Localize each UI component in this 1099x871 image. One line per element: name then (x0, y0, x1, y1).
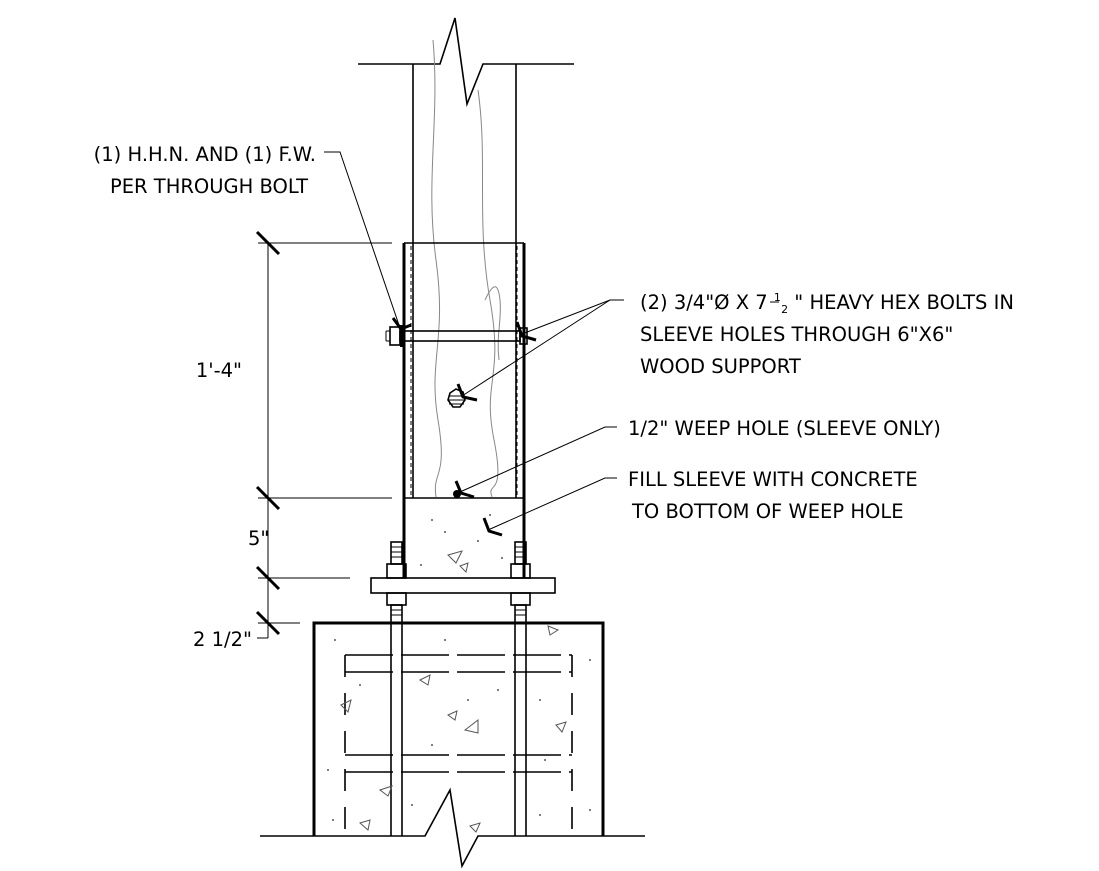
anchor-rod-right (510, 541, 531, 836)
dimension-lines (255, 230, 392, 639)
through-bolt (385, 325, 528, 347)
bolt-end-view (447, 388, 466, 408)
dim-base-plate: 2 1/2" (193, 628, 252, 651)
leader-ticks (391, 317, 537, 537)
leaders (324, 151, 624, 537)
note-nut-washer-line2: PER THROUGH BOLT (110, 175, 308, 198)
footing-aggregate (327, 625, 591, 833)
labels: (1) H.H.N. AND (1) F.W. PER THROUGH BOLT… (94, 143, 1014, 651)
note-bolts-fraction-numerator: 1 (774, 291, 781, 304)
wood-post (358, 17, 574, 498)
note-fill-line2: TO BOTTOM OF WEEP HOLE (631, 500, 904, 523)
note-bolts-line2: SLEEVE HOLES THROUGH 6"X6" (640, 323, 953, 346)
dim-sleeve-height: 1'-4" (196, 359, 242, 382)
dim-concrete-fill: 5" (248, 527, 269, 550)
note-bolts-line3: WOOD SUPPORT (640, 355, 801, 378)
concrete-footing (260, 621, 645, 869)
note-weep-hole: 1/2" WEEP HOLE (SLEEVE ONLY) (628, 417, 941, 440)
base-plate (370, 577, 556, 594)
note-bolts-line1: (2) 3/4"Ø X 7 1 2 " HEAVY HEX BOLTS IN (640, 283, 1014, 318)
note-fill-line1: FILL SLEEVE WITH CONCRETE (628, 468, 918, 491)
note-bolts-fraction-denominator: 2 (781, 303, 788, 316)
steel-sleeve (402, 242, 526, 578)
bolt-washer-left (400, 325, 405, 347)
bolt-hex-nut-left (389, 326, 401, 346)
sleeve-concrete-fill (420, 514, 503, 573)
rebar-cage (344, 654, 573, 836)
note-nut-washer-line1: (1) H.H.N. AND (1) F.W. (94, 143, 316, 166)
wood-grain (431, 39, 501, 498)
footing-break-line (314, 787, 603, 869)
post-break-line (413, 17, 516, 108)
